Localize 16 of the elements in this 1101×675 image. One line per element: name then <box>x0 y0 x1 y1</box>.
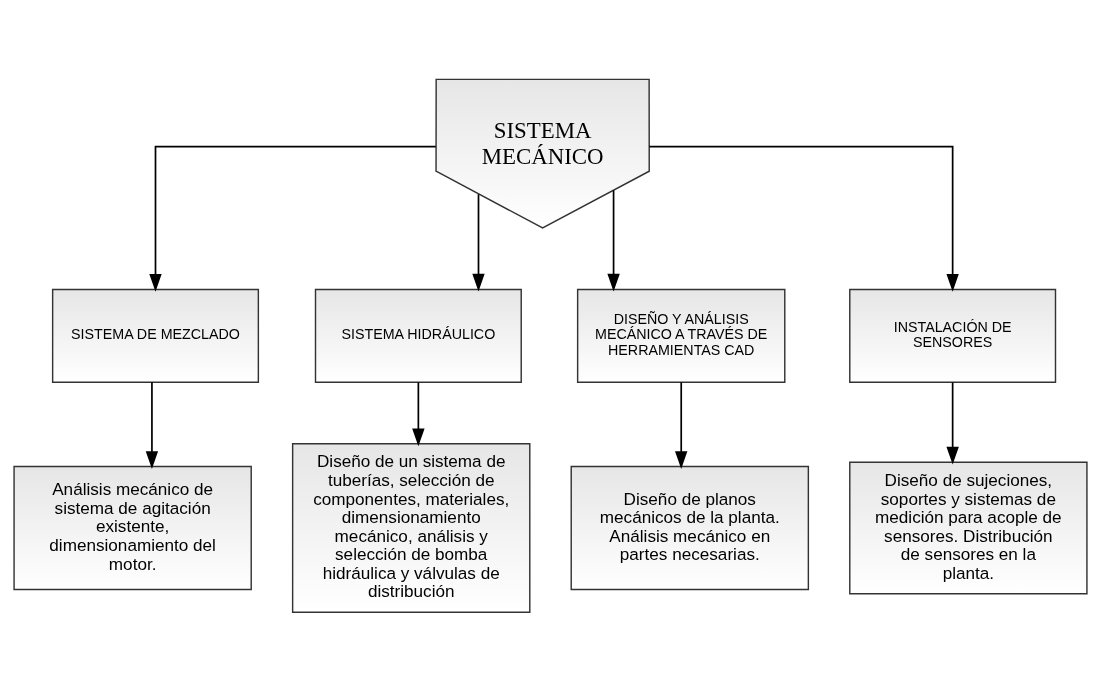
arrow <box>412 381 425 446</box>
node-box: SISTEMA HIDRÁULICO <box>314 288 522 383</box>
node-box: DISEÑO Y ANÁLISIS MECÁNICO A TRAVÉS DE HERRAMIENTAS CAD <box>576 288 786 383</box>
arrow <box>648 145 959 292</box>
arrow <box>145 381 159 469</box>
node-box: Análisis mecánico de sistema de agitación existente, dimensionamiento del motor. <box>13 465 252 590</box>
node-box: Diseño de un sistema de tuberías, selección de componentes, materiales, dimensionamiento mecánico, análisis y selección de bomba hidráulica y válvulas de distribución <box>291 442 531 613</box>
node-box: Diseño de planos mecánicos de la planta. Análisis mecánico en partes necesarias. <box>570 465 810 590</box>
arrow <box>149 145 437 292</box>
node-box: INSTALACIÓN DE SENSORES <box>849 288 1057 383</box>
arrow <box>472 192 485 291</box>
node-box: Diseño de sujeciones, soportes y sistemas de medición para acople de sensores. Distribución de sensores en la planta. <box>849 461 1088 594</box>
arrow <box>946 381 959 465</box>
arrow <box>675 381 688 469</box>
arrow <box>607 189 620 292</box>
node-box: SISTEMA DE MEZCLADO <box>51 288 260 383</box>
